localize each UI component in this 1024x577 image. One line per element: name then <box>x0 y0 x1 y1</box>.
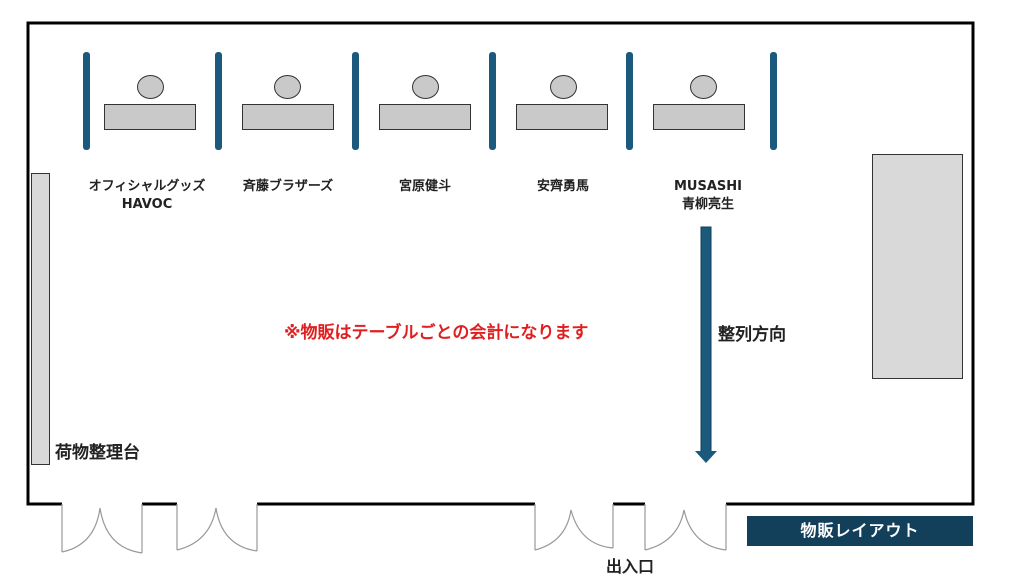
booth-divider <box>489 52 496 150</box>
staff-icon <box>412 75 439 99</box>
queue-direction-label: 整列方向 <box>718 325 786 345</box>
booth-table <box>242 104 334 130</box>
booth-table <box>516 104 608 130</box>
booth-divider <box>215 52 222 150</box>
booth-divider <box>83 52 90 150</box>
notice-text: ※物販はテーブルごとの会計になります <box>284 323 589 343</box>
booth-table <box>104 104 196 130</box>
booth-table <box>379 104 471 130</box>
booth-label: 斉藤ブラザーズ <box>242 179 334 194</box>
booth-divider <box>770 52 777 150</box>
booth-label: 安齊勇馬 <box>536 179 589 194</box>
staff-icon <box>274 75 301 99</box>
doors <box>61 504 727 554</box>
luggage-table-label: 荷物整理台 <box>55 443 140 463</box>
entrance-label: 出入口 <box>606 557 655 576</box>
booth-divider <box>626 52 633 150</box>
booth-divider <box>352 52 359 150</box>
side-table <box>872 154 963 379</box>
staff-icon <box>690 75 717 99</box>
booth-table <box>653 104 745 130</box>
staff-icon <box>137 75 164 99</box>
layout-title: 物販レイアウト <box>747 516 973 546</box>
queue-arrow <box>695 226 717 463</box>
booth-label: 宮原健斗 <box>398 179 451 194</box>
staff-icon <box>550 75 577 99</box>
luggage-rack <box>31 173 50 465</box>
